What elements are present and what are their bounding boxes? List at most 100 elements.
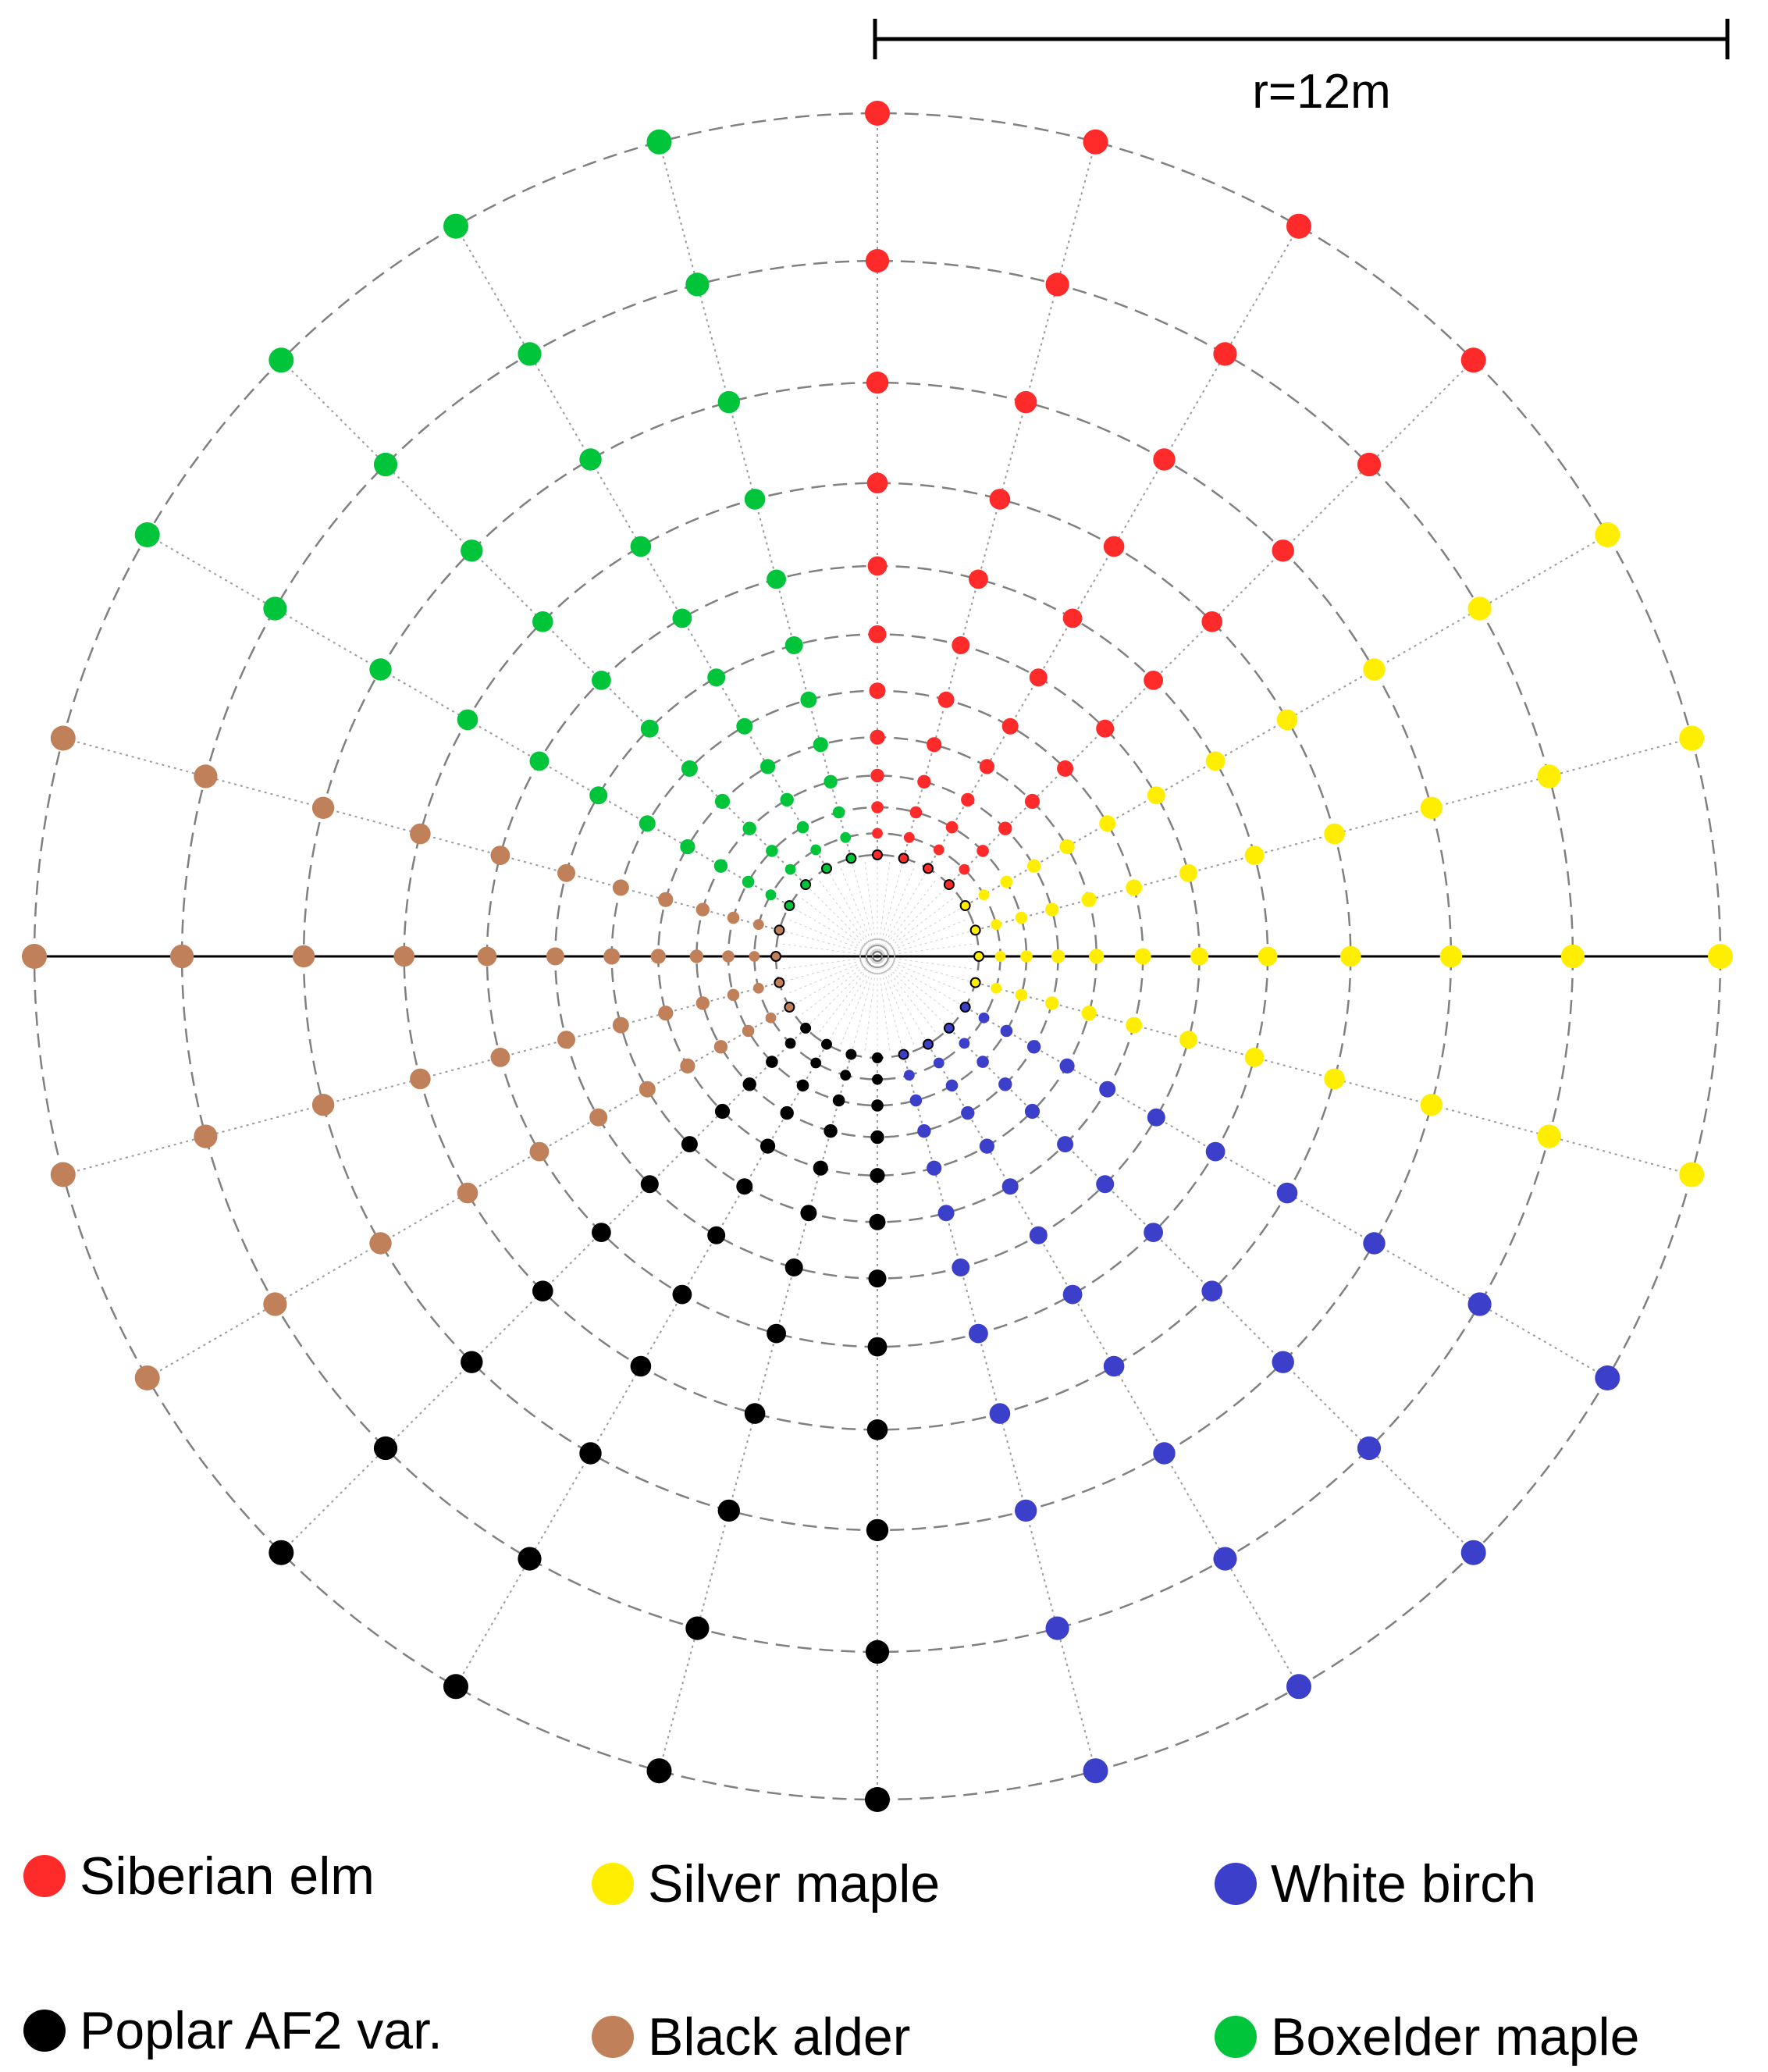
tree-marker-siberian-elm bbox=[866, 371, 889, 394]
tree-marker-white-birch bbox=[898, 1048, 909, 1060]
tree-marker-boxelder-maple bbox=[717, 390, 740, 414]
tree-marker-black-alder bbox=[727, 988, 740, 1002]
tree-marker-boxelder-maple bbox=[579, 448, 602, 471]
tree-marker-black-alder bbox=[603, 948, 621, 965]
tree-marker-poplar-af2 bbox=[872, 1073, 883, 1085]
tree-marker-black-alder bbox=[22, 944, 47, 969]
tree-marker-black-alder bbox=[695, 996, 710, 1010]
tree-marker-white-birch bbox=[1099, 1081, 1116, 1098]
tree-marker-black-alder bbox=[369, 1232, 392, 1255]
tree-marker-silver-maple bbox=[1015, 911, 1028, 924]
tree-marker-poplar-af2 bbox=[784, 1259, 803, 1276]
tree-marker-poplar-af2 bbox=[269, 1540, 294, 1565]
tree-marker-siberian-elm bbox=[909, 806, 923, 819]
centre-guide-line bbox=[809, 956, 878, 1025]
tree-marker-siberian-elm bbox=[923, 863, 934, 874]
tree-marker-black-alder bbox=[774, 924, 785, 936]
tree-marker-siberian-elm bbox=[1029, 668, 1048, 687]
tree-marker-boxelder-maple bbox=[639, 815, 656, 832]
tree-marker-poplar-af2 bbox=[736, 1178, 753, 1195]
tree-marker-white-birch bbox=[1103, 1355, 1125, 1377]
tree-marker-white-birch bbox=[1062, 1284, 1083, 1305]
tree-marker-silver-maple bbox=[1205, 751, 1226, 771]
tree-marker-silver-maple bbox=[1026, 859, 1041, 873]
tree-marker-white-birch bbox=[1001, 1178, 1019, 1195]
tree-marker-boxelder-maple bbox=[765, 889, 777, 901]
tree-marker-silver-maple bbox=[1258, 946, 1278, 967]
tree-marker-white-birch bbox=[917, 1124, 931, 1138]
centre-guide-line bbox=[877, 956, 927, 1041]
tree-marker-poplar-af2 bbox=[714, 1103, 731, 1120]
tree-marker-siberian-elm bbox=[1357, 452, 1382, 477]
tree-marker-silver-maple bbox=[978, 889, 990, 901]
tree-marker-silver-maple bbox=[1081, 1006, 1097, 1021]
tree-marker-boxelder-maple bbox=[680, 839, 695, 855]
tree-marker-boxelder-maple bbox=[672, 608, 692, 628]
tree-marker-black-alder bbox=[713, 1040, 728, 1054]
tree-marker-siberian-elm bbox=[989, 489, 1011, 510]
tree-marker-siberian-elm bbox=[1286, 213, 1311, 239]
tree-marker-white-birch bbox=[1000, 1024, 1013, 1038]
tree-marker-silver-maple bbox=[1134, 948, 1151, 965]
tree-marker-siberian-elm bbox=[871, 801, 884, 813]
tree-marker-black-alder bbox=[529, 1141, 550, 1162]
tree-marker-boxelder-maple bbox=[681, 760, 698, 777]
tree-marker-siberian-elm bbox=[898, 853, 909, 864]
tree-marker-siberian-elm bbox=[1015, 390, 1037, 414]
tree-marker-black-alder bbox=[410, 1068, 431, 1090]
tree-marker-poplar-af2 bbox=[707, 1226, 726, 1244]
scale-bar-label: r=12m bbox=[1252, 65, 1390, 119]
tree-marker-black-alder bbox=[263, 1292, 287, 1316]
tree-marker-poplar-af2 bbox=[845, 1048, 857, 1060]
tree-marker-boxelder-maple bbox=[532, 611, 553, 632]
scale-bar: r=12m bbox=[873, 19, 1730, 119]
tree-marker-poplar-af2 bbox=[821, 1038, 832, 1050]
tree-marker-boxelder-maple bbox=[134, 522, 160, 547]
tree-marker-black-alder bbox=[194, 764, 218, 789]
tree-marker-boxelder-maple bbox=[713, 859, 728, 873]
tree-marker-boxelder-maple bbox=[714, 793, 731, 810]
tree-marker-silver-maple bbox=[1059, 839, 1075, 855]
tree-marker-poplar-af2 bbox=[672, 1284, 692, 1305]
centre-guide-line bbox=[877, 956, 962, 1006]
centre-guide-line bbox=[877, 931, 971, 957]
tree-marker-silver-maple bbox=[1147, 786, 1165, 805]
tree-marker-white-birch bbox=[1467, 1292, 1492, 1316]
tree-marker-boxelder-maple bbox=[845, 853, 857, 864]
tree-marker-silver-maple bbox=[1595, 522, 1620, 547]
tree-marker-poplar-af2 bbox=[640, 1175, 659, 1194]
tree-marker-poplar-af2 bbox=[796, 1079, 809, 1092]
tree-marker-white-birch bbox=[927, 1160, 942, 1176]
tree-marker-black-alder bbox=[658, 1006, 674, 1021]
tree-marker-siberian-elm bbox=[945, 821, 959, 834]
tree-marker-silver-maple bbox=[1537, 764, 1561, 789]
tree-marker-white-birch bbox=[1363, 1232, 1386, 1255]
tree-marker-poplar-af2 bbox=[872, 1052, 883, 1063]
tree-marker-poplar-af2 bbox=[800, 1205, 817, 1222]
tree-positions bbox=[22, 101, 1733, 1812]
tree-marker-poplar-af2 bbox=[766, 1056, 778, 1068]
centre-guide-line bbox=[877, 863, 903, 957]
tree-marker-siberian-elm bbox=[969, 569, 988, 589]
tree-marker-white-birch bbox=[1024, 1103, 1041, 1120]
tree-marker-white-birch bbox=[978, 1012, 990, 1024]
centre-guide-line bbox=[852, 863, 878, 957]
tree-marker-poplar-af2 bbox=[681, 1136, 698, 1153]
tree-marker-boxelder-maple bbox=[707, 668, 726, 687]
tree-marker-white-birch bbox=[961, 1105, 975, 1120]
tree-marker-siberian-elm bbox=[943, 879, 955, 891]
tree-marker-white-birch bbox=[1595, 1365, 1620, 1390]
tree-marker-silver-maple bbox=[1420, 1094, 1443, 1116]
tree-marker-white-birch bbox=[1201, 1280, 1222, 1301]
tree-marker-silver-maple bbox=[1276, 709, 1298, 731]
tree-marker-boxelder-maple bbox=[810, 844, 822, 856]
tree-marker-white-birch bbox=[1276, 1182, 1298, 1204]
centre-guide-line bbox=[784, 956, 878, 982]
tree-marker-boxelder-maple bbox=[630, 536, 652, 557]
tree-marker-black-alder bbox=[50, 725, 76, 751]
tree-marker-silver-maple bbox=[1051, 949, 1065, 963]
tree-marker-silver-maple bbox=[1015, 988, 1028, 1002]
centre-guide-line bbox=[852, 956, 878, 1050]
tree-marker-silver-maple bbox=[1099, 815, 1116, 832]
